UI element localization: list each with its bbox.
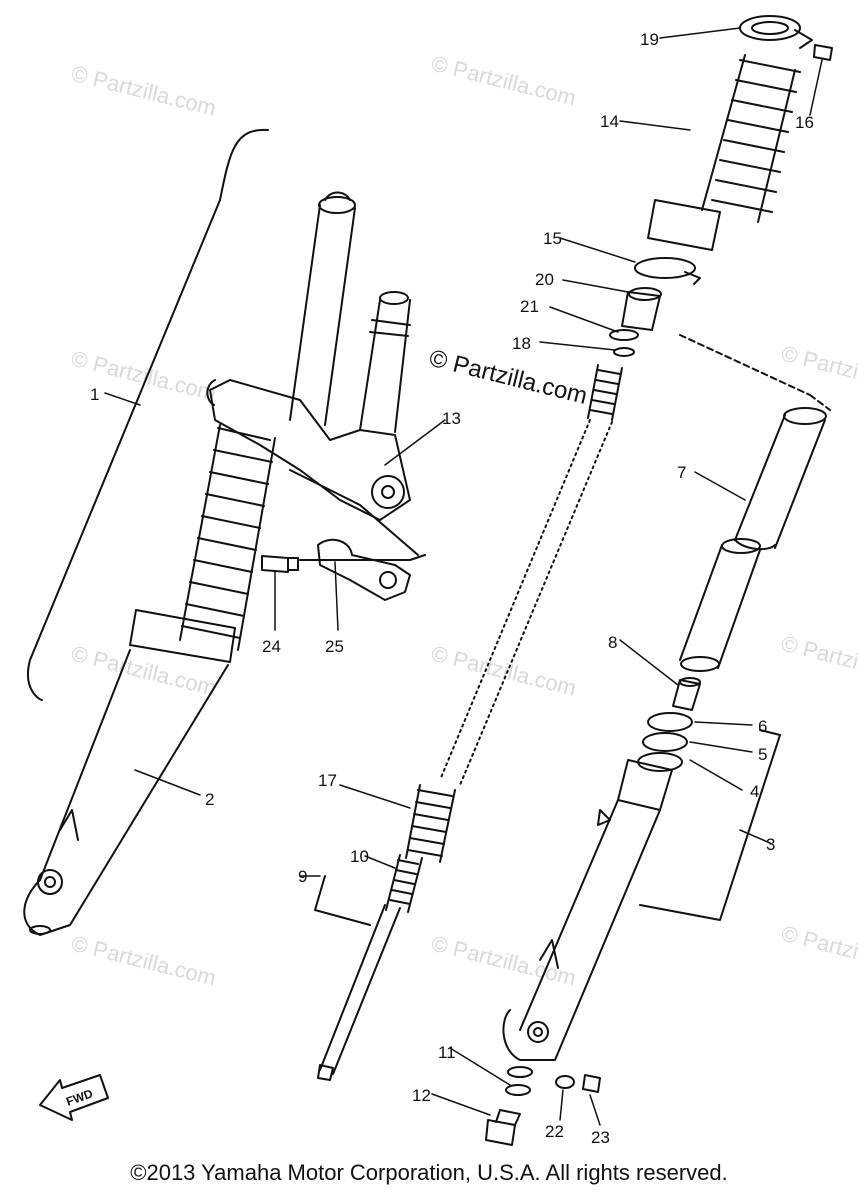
watermark: © Partzilla.com — [779, 341, 858, 401]
watermark: © Partzilla.com — [779, 631, 858, 691]
drain-bolt-12 — [485, 1109, 521, 1146]
callout-13: 13 — [442, 409, 461, 428]
upper-spring — [587, 364, 623, 421]
left-fork-assembly — [23, 191, 356, 936]
damper-rod — [317, 854, 423, 1081]
callout-11: 11 — [438, 1043, 456, 1062]
screw-16 — [813, 44, 833, 61]
callouts: 1 2 3 4 5 6 7 8 9 10 11 12 13 14 15 16 1… — [90, 30, 814, 1147]
callout-18: 18 — [512, 334, 531, 353]
steering-clamp — [299, 538, 426, 601]
callout-5: 5 — [758, 745, 767, 764]
washer-18 — [613, 347, 635, 357]
outer-tube-3 — [502, 759, 673, 1078]
assembly-1-bracket — [27, 128, 269, 701]
callout-19: 19 — [640, 30, 659, 49]
callout-8: 8 — [608, 633, 617, 652]
fork-tube-lower — [679, 538, 761, 672]
watermark: © Partzilla.com — [429, 51, 579, 111]
watermark: © Partzilla.com — [69, 931, 219, 991]
callout-22: 22 — [545, 1122, 564, 1141]
watermarks: © Partzilla.com © Partzilla.com © Partzi… — [69, 51, 858, 991]
callout-7: 7 — [677, 463, 686, 482]
callout-3: 3 — [766, 835, 775, 854]
inner-tube-outline — [439, 419, 613, 786]
callout-20: 20 — [535, 270, 554, 289]
callout-4: 4 — [750, 782, 759, 801]
triple-clamp — [206, 291, 419, 556]
callout-12: 12 — [412, 1086, 431, 1105]
callout-1: 1 — [90, 385, 99, 404]
copyright-notice: ©2013 Yamaha Motor Corporation, U.S.A. A… — [130, 1160, 728, 1185]
callout-6: 6 — [758, 717, 767, 736]
screw-23 — [582, 1074, 601, 1093]
bracket-9 — [314, 875, 371, 926]
fork-spring-17 — [405, 784, 456, 863]
watermark: © Partzilla.com — [69, 641, 219, 701]
callout-16: 16 — [795, 113, 814, 132]
watermark: © Partzilla.com — [429, 641, 579, 701]
o-ring-21 — [609, 329, 639, 341]
callout-10: 10 — [350, 847, 369, 866]
washer-22 — [555, 1075, 575, 1089]
washer-11 — [505, 1084, 531, 1096]
oil-seals — [637, 712, 693, 772]
center-watermark: © Partzilla.com — [427, 345, 590, 410]
leader-lines — [104, 27, 823, 1126]
callout-17: 17 — [318, 771, 337, 790]
hose-clamp-15 — [634, 257, 701, 285]
watermark: © Partzilla.com — [69, 61, 219, 121]
left-fork-boot — [129, 424, 276, 663]
callout-25: 25 — [325, 637, 344, 656]
callout-14: 14 — [600, 112, 619, 131]
fork-boot-14 — [647, 15, 813, 251]
bracket-7 — [679, 334, 831, 411]
callout-21: 21 — [520, 297, 539, 316]
bracket-3 — [639, 729, 781, 921]
pinch-bolt — [261, 555, 299, 573]
fork-cap-20 — [621, 287, 662, 331]
seat-8 — [672, 677, 701, 711]
callout-15: 15 — [543, 229, 562, 248]
callout-9: 9 — [298, 867, 307, 886]
watermark: © Partzilla.com — [779, 921, 858, 981]
callout-24: 24 — [262, 637, 281, 656]
callout-2: 2 — [205, 790, 214, 809]
fwd-arrow-icon: FWD — [39, 1074, 109, 1121]
callout-23: 23 — [591, 1128, 610, 1147]
inner-tube-7 — [734, 407, 827, 551]
